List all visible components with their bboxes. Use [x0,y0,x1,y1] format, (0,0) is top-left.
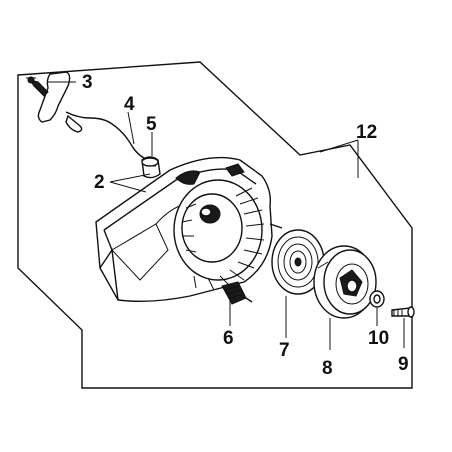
rope-pulley [313,245,377,319]
starter-housing [95,156,273,303]
pawl-part [221,281,253,305]
rope-guide [141,156,161,179]
part-label-5: 5 [146,114,157,135]
starter-handle [26,71,149,161]
part-label-10: 10 [368,328,389,349]
part-label-6: 6 [223,328,234,349]
part-label-4: 4 [124,94,135,115]
part-label-9: 9 [398,354,409,375]
leader-lines [47,81,405,350]
washer [369,290,385,308]
screw [391,306,415,318]
part-label-8: 8 [322,358,333,379]
part-label-3: 3 [82,72,93,93]
part-label-2: 2 [94,172,105,193]
part-label-12: 12 [356,122,377,143]
part-label-7: 7 [279,340,290,361]
rewind-spring [269,223,325,295]
